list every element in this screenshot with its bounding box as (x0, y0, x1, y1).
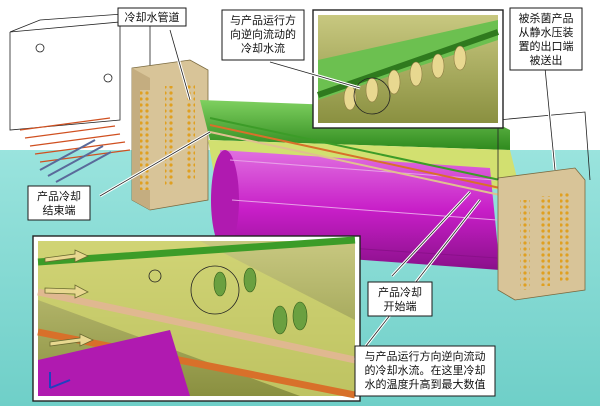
callout-counterflow-bottom-line-3: 水的温度升高到最大数值 (365, 377, 486, 391)
callout-counterflow-bottom: 与产品运行方向逆向流动 的冷却水流。在这里冷却 水的温度升高到最大数值 (354, 345, 496, 397)
left-pipes (39, 139, 112, 183)
callout-cooling-start-line-2: 开始端 (384, 299, 417, 313)
callout-counterflow-bottom-line-2: 的冷却水流。在这里冷却 (365, 363, 486, 377)
cooling-pipes (209, 117, 501, 196)
callout-counterflow-top-line-3: 冷却水流 (241, 41, 285, 55)
right-wireframe (497, 111, 591, 181)
bottom-inset (32, 235, 361, 402)
callout-exit: 被杀菌产品 从静水压装 置的出口端 被送出 (509, 7, 583, 71)
top-inset (312, 9, 504, 129)
callout-cooling-end-line-2: 结束端 (43, 204, 76, 217)
left-chamber (131, 59, 209, 211)
callout-exit-line-1: 被杀菌产品 (519, 11, 574, 25)
callout-cooling-pipe-text: 冷却水管道 (125, 10, 180, 24)
right-chamber (497, 167, 586, 301)
callout-exit-line-4: 被送出 (530, 53, 563, 67)
callout-cooling-pipe: 冷却水管道 (117, 7, 187, 27)
callout-cooling-end: 产品冷却 结束端 (27, 185, 91, 221)
callout-exit-line-2: 从静水压装 (519, 25, 574, 39)
callout-counterflow-top-line-2: 向逆向流动的 (230, 27, 296, 41)
callout-cooling-start: 产品冷却 开始端 (367, 281, 433, 317)
left-conveyor (19, 117, 131, 163)
callout-counterflow-top-line-1: 与产品运行方 (230, 13, 296, 27)
callout-cooling-start-line-1: 产品冷却 (378, 285, 422, 299)
flow-arrows (44, 249, 94, 347)
callout-counterflow-top: 与产品运行方 向逆向流动的 冷却水流 (221, 9, 305, 61)
callout-exit-line-3: 置的出口端 (519, 39, 574, 53)
callout-counterflow-bottom-line-1: 与产品运行方向逆向流动 (365, 349, 486, 363)
callout-cooling-end-line-1: 产品冷却 (37, 189, 81, 203)
axis-gizmo (49, 372, 71, 389)
